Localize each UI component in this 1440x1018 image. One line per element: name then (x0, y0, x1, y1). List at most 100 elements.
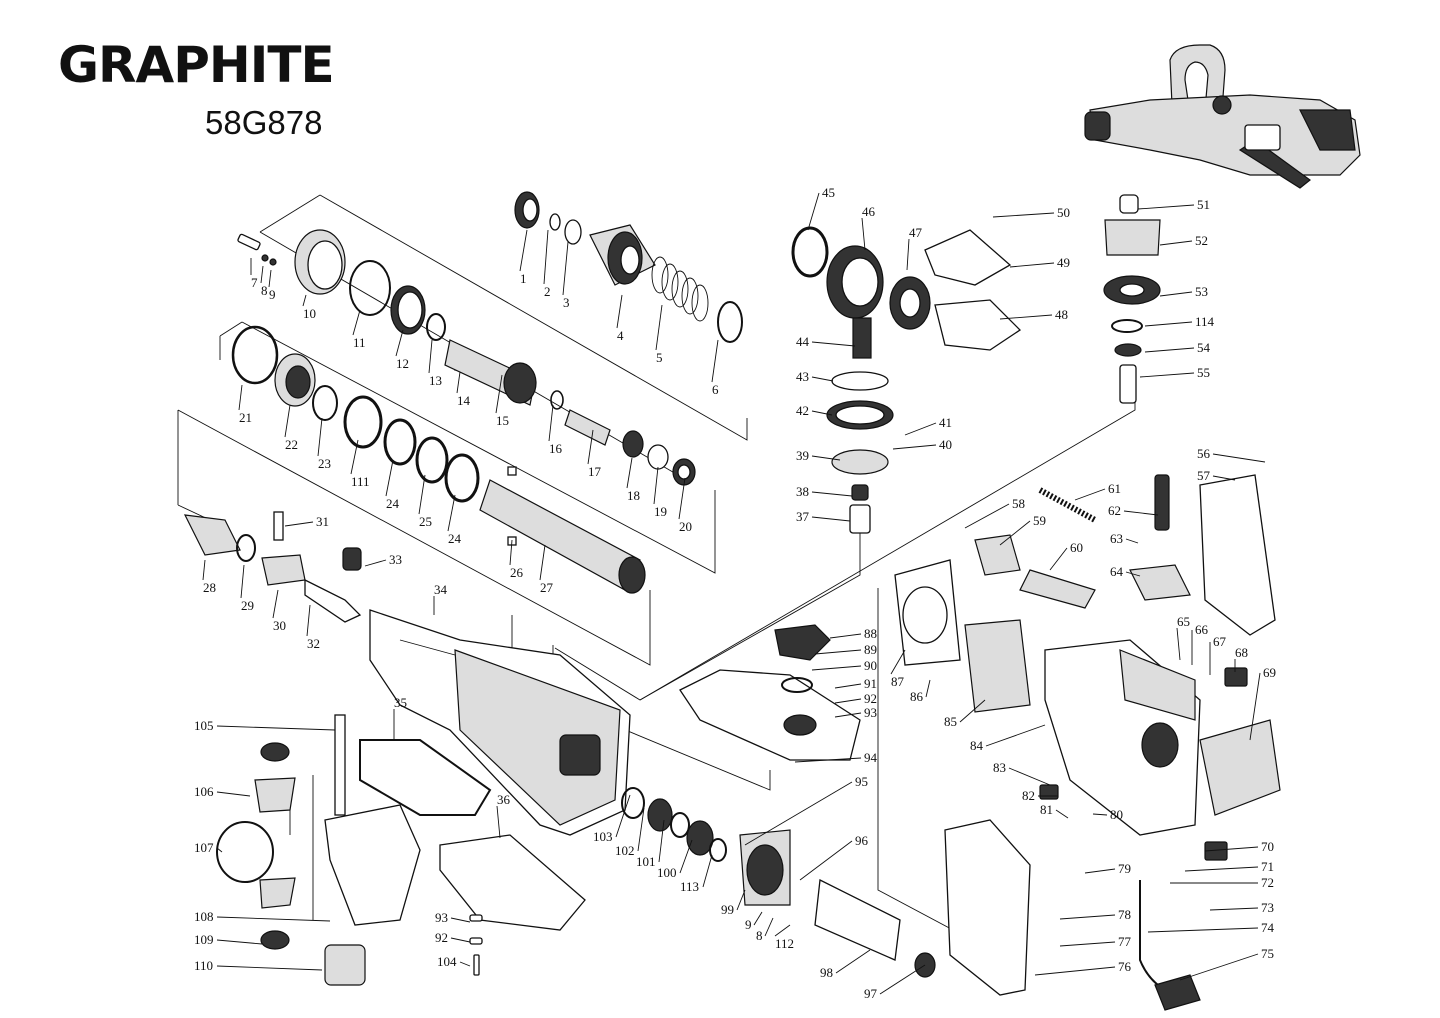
part-label-79: 79 (1118, 861, 1131, 876)
leader-line-16 (548, 404, 554, 442)
part-label-53: 53 (1195, 284, 1208, 299)
part-label-35: 35 (394, 695, 407, 710)
leader-line-102 (637, 807, 645, 852)
part-label-39: 39 (796, 448, 809, 463)
leader-line-20 (678, 477, 686, 520)
leader-line-46 (861, 217, 866, 251)
leader-line-38 (811, 491, 853, 497)
part-label-114: 114 (1195, 314, 1215, 329)
leader-line-3 (562, 241, 569, 296)
leader-line-18 (626, 457, 633, 489)
leader-line-90 (811, 665, 862, 671)
part-label-104: 104 (437, 954, 457, 969)
side-handle-assembly (216, 714, 483, 986)
leader-line-48 (999, 314, 1053, 320)
part-label-73: 73 (1261, 900, 1274, 915)
middle-row-parts (231, 325, 646, 594)
leader-line-103 (615, 794, 631, 838)
part-label-110: 110 (194, 958, 213, 973)
leader-line-96 (799, 840, 853, 881)
part-label-63: 63 (1110, 531, 1123, 546)
part-label-75: 75 (1261, 946, 1274, 961)
part-label-37: 37 (796, 509, 810, 524)
part-label-15: 15 (496, 413, 509, 428)
leader-line-78 (1059, 914, 1116, 920)
part-label-101: 101 (636, 854, 656, 869)
part-label-87: 87 (891, 674, 905, 689)
part-label-32: 32 (307, 636, 320, 651)
part-label-30: 30 (273, 618, 286, 633)
motor-housing (894, 474, 1281, 1011)
leader-line-14 (456, 371, 461, 394)
leader-line-110 (216, 965, 323, 971)
leader-line-79 (1084, 868, 1116, 874)
gear-train (791, 226, 1022, 534)
part-label-107: 107 (194, 840, 214, 855)
part-label-11: 11 (353, 335, 366, 350)
leader-line-15 (495, 374, 503, 414)
part-label-90: 90 (864, 658, 877, 673)
part-label-8: 8 (756, 928, 763, 943)
part-label-50: 50 (1057, 205, 1070, 220)
part-label-33: 33 (389, 552, 402, 567)
part-label-16: 16 (549, 441, 563, 456)
leader-line-93 (450, 917, 471, 923)
leader-line-56 (1212, 453, 1266, 463)
leader-line-53 (1159, 291, 1193, 297)
leader-line-64 (1125, 571, 1141, 577)
part-label-51: 51 (1197, 197, 1210, 212)
part-label-69: 69 (1263, 665, 1276, 680)
part-label-24: 24 (386, 496, 400, 511)
part-label-44: 44 (796, 334, 810, 349)
part-label-1: 1 (520, 271, 527, 286)
leader-line-19 (653, 466, 659, 505)
part-label-26: 26 (510, 565, 524, 580)
part-label-38: 38 (796, 484, 809, 499)
leader-line-91 (834, 683, 862, 689)
lower-row-parts (183, 511, 362, 623)
part-label-86: 86 (910, 689, 924, 704)
gasket-35 (359, 739, 492, 816)
leader-line-88 (829, 633, 862, 639)
leader-line-24 (385, 459, 394, 497)
leader-line-83 (1008, 767, 1051, 786)
part-label-3: 3 (563, 295, 570, 310)
part-label-2: 2 (544, 284, 551, 299)
leader-line-47 (906, 238, 910, 271)
part-label-9: 9 (269, 287, 276, 302)
part-label-14: 14 (457, 393, 471, 408)
leader-line-104 (459, 961, 471, 967)
part-label-12: 12 (396, 356, 409, 371)
part-label-42: 42 (796, 403, 809, 418)
part-label-57: 57 (1197, 468, 1211, 483)
part-label-96: 96 (855, 833, 869, 848)
part-label-112: 112 (775, 936, 794, 951)
part-label-60: 60 (1070, 540, 1083, 555)
leader-line-55 (1139, 372, 1195, 378)
leader-line-101 (658, 819, 665, 863)
part-label-103: 103 (593, 829, 613, 844)
leader-line-59 (999, 520, 1031, 546)
part-label-99: 99 (721, 902, 734, 917)
leader-line-24 (447, 494, 456, 532)
leader-line-30 (272, 589, 279, 619)
part-label-6: 6 (712, 382, 719, 397)
part-label-31: 31 (316, 514, 329, 529)
leader-line-40 (892, 444, 937, 450)
part-label-102: 102 (615, 843, 635, 858)
leader-line-28 (202, 559, 206, 581)
part-label-58: 58 (1012, 496, 1025, 511)
leader-line-43 (811, 376, 834, 382)
part-label-72: 72 (1261, 875, 1274, 890)
leader-line-11 (352, 309, 361, 336)
leader-line-31 (284, 521, 314, 527)
part-label-68: 68 (1235, 645, 1248, 660)
leader-line-54 (1144, 347, 1195, 353)
leader-line-69 (1249, 672, 1261, 741)
knob-88 (774, 624, 831, 693)
leader-line-97 (879, 964, 926, 995)
part-label-49: 49 (1057, 255, 1070, 270)
leader-line-4 (616, 294, 623, 329)
leader-line-107 (216, 847, 223, 853)
